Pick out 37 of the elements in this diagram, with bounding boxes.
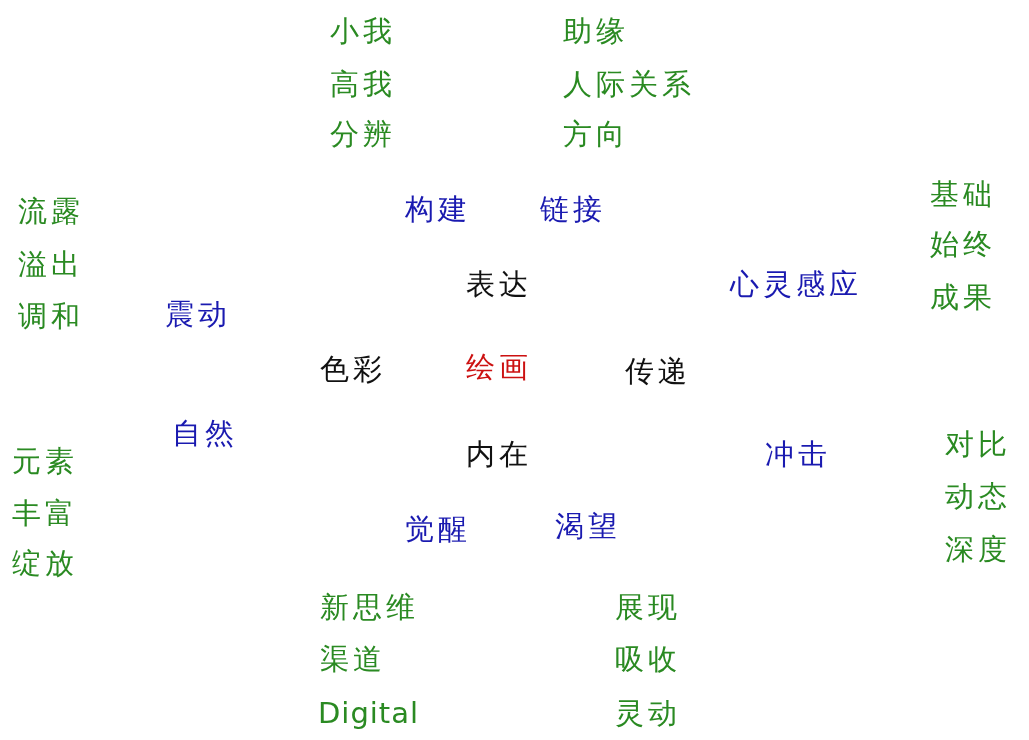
word-label: 渴望	[555, 511, 621, 543]
word-label: 助缘	[563, 16, 629, 48]
word-label: 色彩	[320, 354, 386, 386]
word-label: 觉醒	[405, 514, 471, 546]
word-label: 吸收	[615, 644, 681, 676]
word-label: 链接	[540, 194, 606, 226]
word-label: 绘画	[466, 352, 532, 384]
word-label: 表达	[466, 269, 532, 301]
word-label: 构建	[405, 194, 471, 226]
word-label: 人际关系	[563, 69, 695, 101]
word-label: 渠道	[320, 644, 386, 676]
word-label: 成果	[930, 282, 996, 314]
word-label: 始终	[930, 229, 996, 261]
word-label: 分辨	[330, 119, 396, 151]
word-label: 震动	[165, 299, 231, 331]
word-label: 深度	[945, 534, 1011, 566]
word-label: 灵动	[615, 698, 681, 730]
word-label: 绽放	[12, 548, 78, 580]
word-label: 心灵感应	[730, 269, 862, 301]
word-label: 丰富	[12, 498, 78, 530]
word-label: 调和	[18, 301, 84, 333]
word-label: 方向	[563, 119, 629, 151]
word-label: 冲击	[765, 439, 831, 471]
word-label: 内在	[466, 439, 532, 471]
word-label: 动态	[945, 481, 1011, 513]
word-label: 基础	[930, 179, 996, 211]
word-label: Digital	[318, 698, 420, 730]
word-label: 传递	[625, 356, 691, 388]
word-label: 溢出	[18, 249, 84, 281]
word-label: 对比	[945, 429, 1011, 461]
word-label: 展现	[615, 592, 681, 624]
word-label: 高我	[330, 69, 396, 101]
word-label: 流露	[18, 196, 84, 228]
word-label: 小我	[330, 16, 396, 48]
word-label: 自然	[172, 418, 238, 450]
word-label: 新思维	[320, 592, 419, 624]
word-label: 元素	[12, 446, 78, 478]
